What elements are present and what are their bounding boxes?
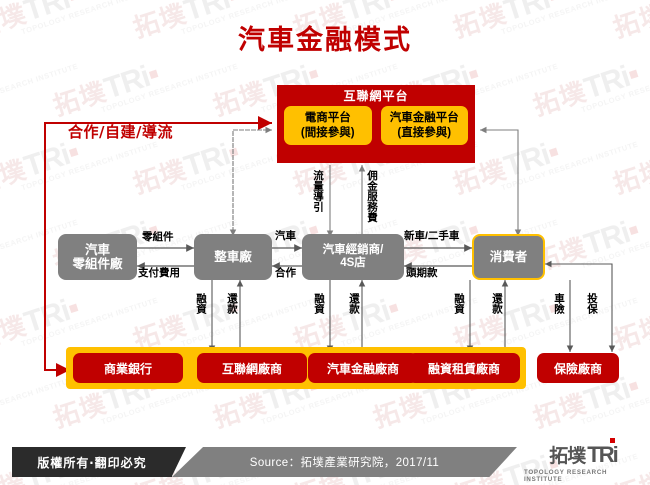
bottom-item-internet-firm[interactable]: 互聯網廠商 <box>197 353 307 383</box>
footer-bar: 版權所有‧翻印必究 Source：拓墣產業研究院，2017/11 拓墣 TRi … <box>0 438 650 485</box>
edge-label-financing-2: 融資 <box>313 293 326 314</box>
cooperation-self-build-traffic-label: 合作/自建/導流 <box>68 123 173 141</box>
node-auto-parts-maker-line2: 零組件廠 <box>72 257 123 271</box>
tri-logo-cn: 拓墣 <box>549 446 586 467</box>
node-dealer-line1: 汽車經銷商/ <box>322 243 384 256</box>
edge-label-insure: 投保 <box>586 293 599 314</box>
bottom-item-commercial-bank[interactable]: 商業銀行 <box>73 353 183 383</box>
bottom-item-leasing-firm[interactable]: 融資租賃廠商 <box>408 353 520 383</box>
ecommerce-platform-line1: 電商平台 <box>304 112 351 125</box>
tri-logo-subtitle: TOPOLOGY RESEARCH INSTITUTE <box>524 469 608 483</box>
edge-label-traffic-guide: 流量導引 <box>312 170 325 212</box>
ecommerce-platform-line2: (間接參與) <box>300 126 355 139</box>
edge-label-repayment-1: 還款 <box>226 293 239 314</box>
page-title: 汽車金融模式 <box>238 25 412 56</box>
node-auto-parts-maker[interactable]: 汽車 零組件廠 <box>58 234 137 280</box>
auto-finance-platform-box[interactable]: 汽車金融平台 (直接參與) <box>380 106 468 146</box>
node-auto-parts-maker-line1: 汽車 <box>84 242 110 257</box>
edge-label-car: 汽車 <box>275 230 296 242</box>
edge-label-financing-1: 融資 <box>195 293 208 314</box>
node-consumer[interactable]: 消費者 <box>472 234 545 280</box>
node-dealer-line2: 4S店 <box>340 257 366 269</box>
footer-copyright: 版權所有‧翻印必究 <box>12 447 172 477</box>
edge-label-car-insurance: 車險 <box>553 293 566 314</box>
edge-label-financing-3: 融資 <box>453 293 466 314</box>
bottom-item-auto-finance-firm[interactable]: 汽車金融廠商 <box>308 353 418 383</box>
edge-label-commission-fee: 佣金服務費 <box>366 170 379 223</box>
tri-logo-text: TRi <box>587 442 618 467</box>
edge-label-repayment-3: 還款 <box>491 293 504 314</box>
ecommerce-platform-box[interactable]: 電商平台 (間接參與) <box>284 106 372 146</box>
internet-platform-title: 互聯網平台 <box>343 89 409 103</box>
tri-logo: 拓墣 TRi TOPOLOGY RESEARCH INSTITUTE <box>524 438 642 483</box>
edge-label-parts: 零組件 <box>142 231 174 243</box>
footer-source: Source：拓墣產業研究院，2017/11 <box>172 447 517 477</box>
edge-label-down-payment: 頭期款 <box>406 267 438 279</box>
auto-finance-platform-line1: 汽車金融平台 <box>389 112 459 125</box>
edge-label-repayment-2: 還款 <box>348 293 361 314</box>
auto-finance-platform-line2: (直接參與) <box>397 126 452 139</box>
tri-logo-mark: TRi <box>587 438 619 468</box>
edge-label-payment: 支付費用 <box>138 267 180 279</box>
tri-logo-dot-icon <box>609 438 615 443</box>
edge-label-new-used-car: 新車/二手車 <box>404 230 460 242</box>
internet-platform-panel: 互聯網平台 電商平台 (間接參與) 汽車金融平台 (直接參與) <box>277 85 475 163</box>
edge-label-cooperation: 合作 <box>275 267 296 279</box>
bottom-item-insurance-firm[interactable]: 保險廠商 <box>537 353 619 383</box>
node-vehicle-plant[interactable]: 整車廠 <box>194 234 272 280</box>
node-dealer-4s-store[interactable]: 汽車經銷商/ 4S店 <box>302 234 404 280</box>
